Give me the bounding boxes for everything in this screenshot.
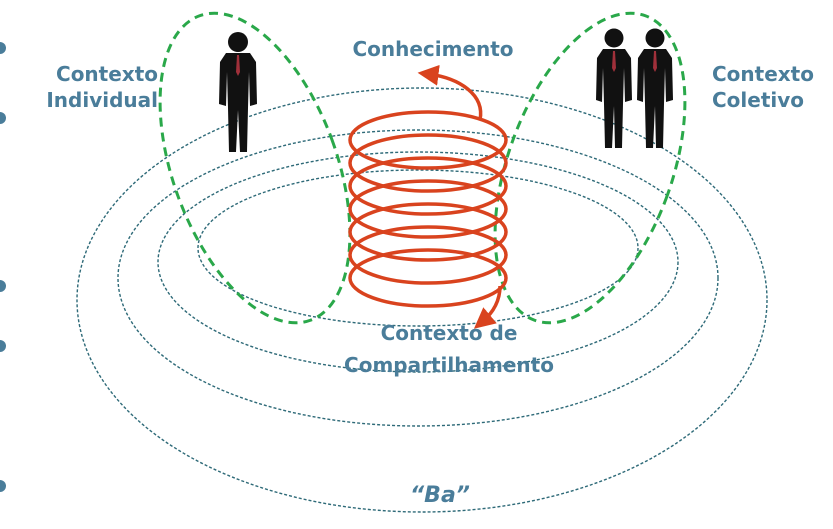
spiral-loop — [348, 225, 508, 285]
person-left — [596, 28, 632, 148]
individual-context-line2: Individual — [46, 88, 158, 112]
person-silhouette-icon — [219, 32, 257, 152]
edge-dot — [0, 280, 6, 292]
spiral-loop — [348, 179, 508, 239]
individual-context-lobe — [158, 11, 352, 325]
spiral-loop — [348, 156, 508, 216]
sharing-context-line2: Compartilhamento — [344, 353, 554, 377]
ba-ring-outer — [76, 87, 768, 513]
spiral-top-arrow — [417, 64, 483, 121]
ba-label: “Ba” — [410, 483, 470, 508]
collective-context-line1: Contexto — [712, 62, 814, 86]
collective-context-lobe — [493, 11, 687, 325]
sharing-context-label: Contexto de Compartilhamento — [318, 320, 580, 378]
edge-dot — [0, 340, 6, 352]
collective-context-line2: Coletivo — [712, 88, 805, 112]
knowledge-label: Conhecimento — [352, 37, 514, 61]
collective-context-label: Contexto Coletivo — [712, 61, 830, 113]
edge-dot — [0, 42, 6, 54]
individual-context-label: Contexto Individual — [30, 61, 158, 113]
ba-ring-4 — [197, 169, 639, 327]
spiral-loop — [348, 110, 508, 170]
edge-dot — [0, 112, 6, 124]
spiral-bottom-arrow — [473, 285, 502, 329]
individual-context-line1: Contexto — [56, 62, 158, 86]
sharing-context-line1: Contexto de — [380, 321, 518, 345]
context-lobes — [158, 11, 687, 325]
ba-ring-3 — [157, 151, 679, 373]
knowledge-spiral — [348, 64, 508, 329]
two-people-silhouette-icon — [596, 28, 673, 148]
person-right — [637, 28, 673, 148]
ba-rings — [76, 87, 768, 513]
spiral-loop — [348, 248, 508, 308]
spiral-loop — [348, 133, 508, 193]
ba-ring-2 — [117, 129, 719, 427]
spiral-loop — [348, 202, 508, 262]
edge-dot — [0, 480, 6, 492]
